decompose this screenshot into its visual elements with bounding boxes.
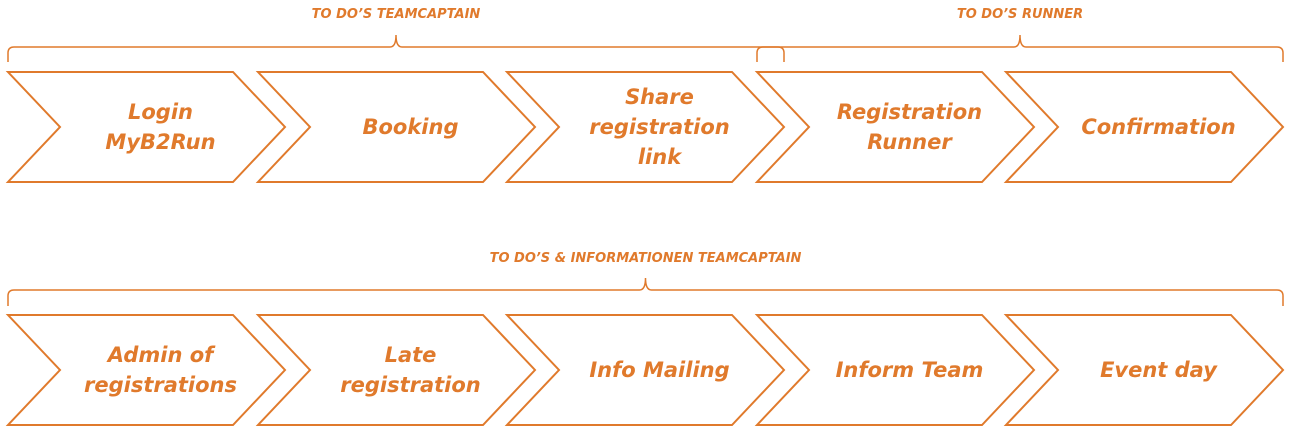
group-brace (7, 277, 1284, 306)
chevron-step-shape (754, 314, 1036, 426)
chevron-step-shape (255, 314, 537, 426)
step-label: Admin of registrations (83, 343, 237, 397)
group-label: TO DO’S & INFORMATIONEN TEAMCAPTAIN (489, 251, 802, 266)
step-label: Share registration link (589, 85, 730, 169)
step-label: Info Mailing (589, 358, 730, 382)
step-label: Inform Team (835, 358, 984, 382)
chevron-step-shape (255, 71, 537, 183)
group-label: TO DO’S RUNNER (956, 7, 1084, 22)
step-label: Event day (1100, 358, 1217, 382)
step-label: Login MyB2Run (105, 100, 216, 154)
chevron-step-shape (1003, 71, 1285, 183)
chevron-step-shape (504, 314, 786, 426)
chevron-step-shape (754, 71, 1036, 183)
step-label: Late registration (340, 343, 481, 397)
step-label: Confirmation (1081, 115, 1236, 139)
group-label: TO DO’S TEAMCAPTAIN (311, 7, 481, 22)
group-brace (7, 34, 785, 62)
chevron-step-shape (504, 71, 786, 183)
chevron-step-shape (5, 71, 287, 183)
chevron-step-shape (1003, 314, 1285, 426)
step-label: Registration Runner (836, 100, 983, 154)
step-label: Booking (362, 115, 459, 139)
chevron-step-shape (5, 314, 287, 426)
group-brace (756, 34, 1284, 62)
